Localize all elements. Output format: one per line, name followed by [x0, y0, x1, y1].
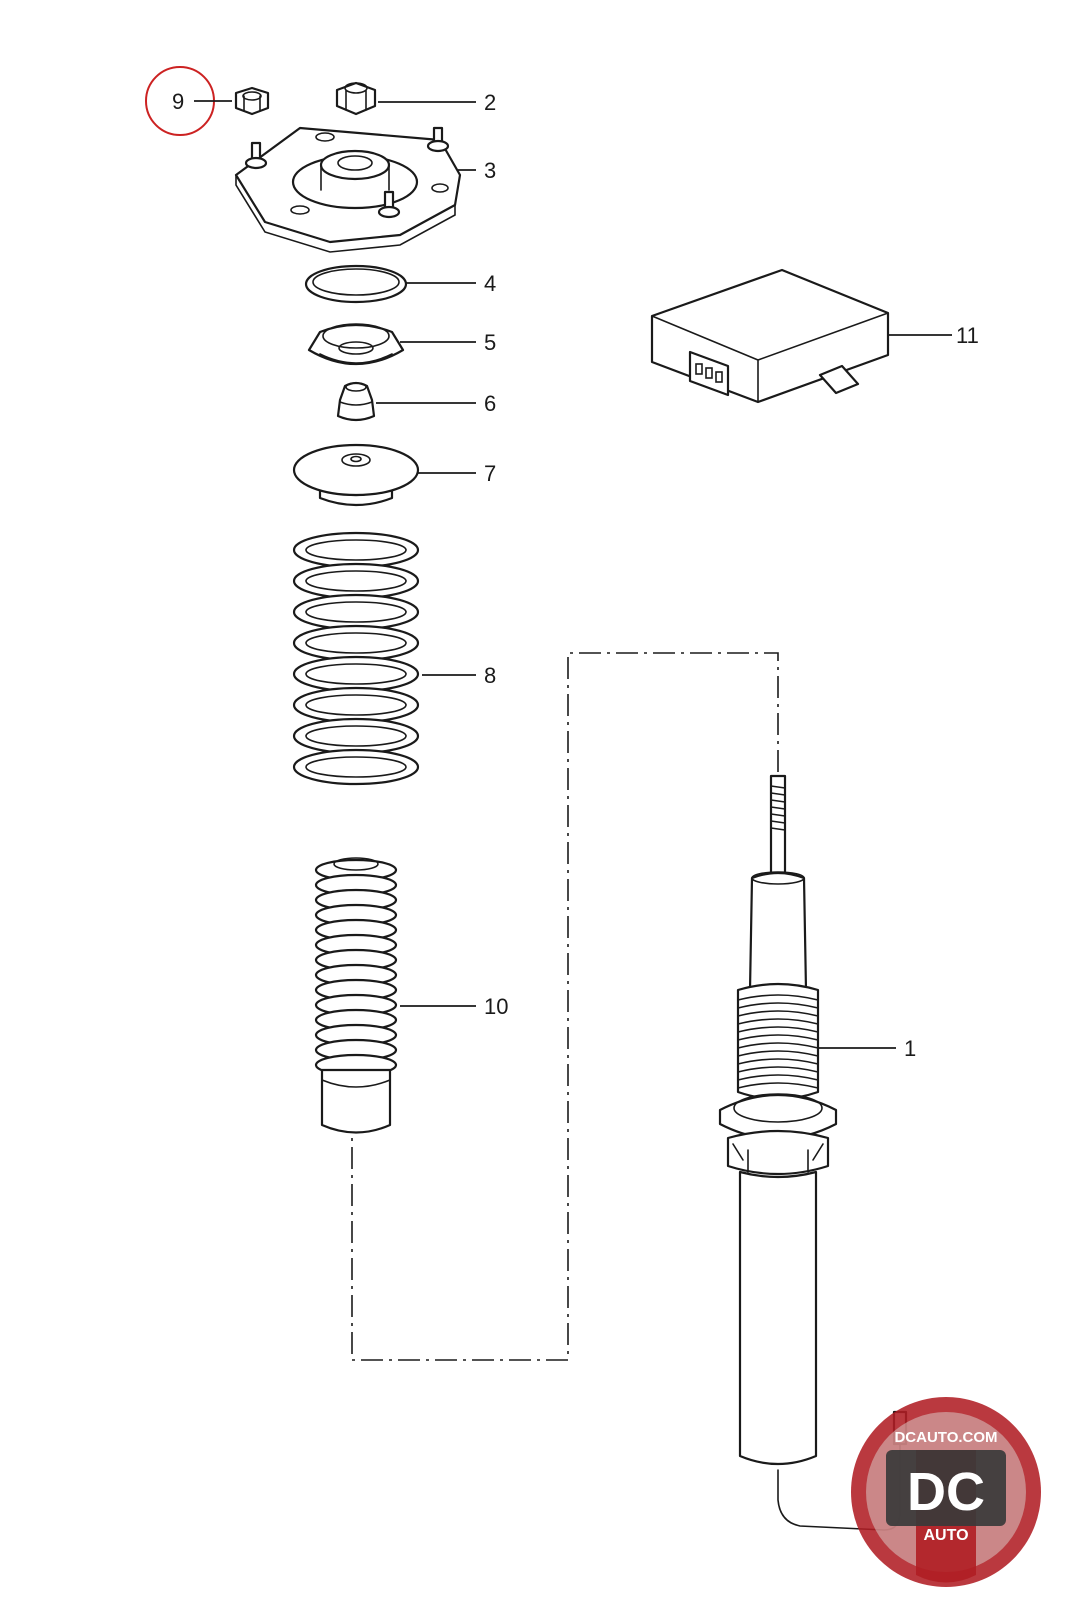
callout-1-label: 1	[904, 1036, 916, 1061]
collar-thread	[737, 1034, 819, 1041]
collar-thread	[737, 1050, 819, 1057]
rod-thread	[770, 792, 786, 796]
collar-thread	[737, 994, 819, 1001]
spring-coil-inner	[305, 694, 407, 716]
callout-9-label: 9	[172, 89, 184, 114]
part-9-nut	[234, 86, 270, 116]
collar-thread	[737, 1018, 819, 1025]
part-6-bump-stop	[336, 381, 376, 422]
callout-11-label: 11	[956, 323, 979, 348]
part-4-ring	[304, 264, 408, 304]
spring-coil-turn	[292, 686, 420, 724]
watermark-logo-text: DC	[907, 1462, 985, 1522]
callout-6-label: 6	[484, 391, 496, 416]
callout-5-label: 5	[484, 330, 496, 355]
spring-coil-inner	[305, 539, 407, 561]
spring-coil-inner	[305, 756, 407, 778]
spring-coil-inner	[305, 570, 407, 592]
part-7-spring-seat	[292, 443, 420, 507]
dcauto-watermark-logo: DCAUTO.COM DC AUTO	[851, 1397, 1041, 1587]
callout-7-label: 7	[484, 461, 496, 486]
spring-coil-turn	[292, 655, 420, 693]
part-3-top-mount	[234, 126, 462, 253]
rod-thread	[770, 806, 786, 810]
spring-coil-turn	[292, 562, 420, 600]
collar-thread	[737, 1010, 819, 1017]
rod-thread	[770, 820, 786, 824]
spring-coil-turn	[292, 531, 420, 569]
rod-thread	[770, 785, 786, 789]
collar-thread	[737, 1082, 819, 1089]
watermark-url-text: DCAUTO.COM	[894, 1429, 997, 1446]
rod-thread	[770, 813, 786, 817]
part-1-shock-absorber	[718, 774, 908, 1531]
part-5-bearing	[307, 323, 405, 365]
part-2-nut	[335, 81, 377, 116]
callout-3-label: 3	[484, 158, 496, 183]
spring-coil-inner	[305, 601, 407, 623]
spring-coil-inner	[305, 663, 407, 685]
spring-coil-turn	[292, 717, 420, 755]
callout-4-label: 4	[484, 271, 496, 296]
part-8-coil-spring	[292, 531, 420, 786]
callout-2-label: 2	[484, 90, 496, 115]
spring-coil-turn	[292, 593, 420, 631]
collar-thread	[737, 1074, 819, 1081]
part-10-dust-boot	[314, 857, 398, 1134]
spring-coil-inner	[305, 632, 407, 654]
collar-thread	[737, 1066, 819, 1073]
spring-coil-turn	[292, 624, 420, 662]
collar-thread	[737, 1058, 819, 1065]
spring-coil-inner	[305, 725, 407, 747]
collar-thread	[737, 1026, 819, 1033]
watermark-sub-text: AUTO	[923, 1527, 968, 1544]
callout-8-label: 8	[484, 663, 496, 688]
rod-thread	[770, 827, 786, 831]
rod-thread	[770, 799, 786, 803]
collar-thread	[737, 1002, 819, 1009]
boot-opening	[333, 857, 379, 871]
callout-10-label: 10	[484, 994, 508, 1019]
part-11-control-module	[650, 268, 890, 404]
spring-coil-turn	[292, 748, 420, 786]
assembly-path-line	[351, 652, 779, 1361]
collar-thread	[737, 1042, 819, 1049]
